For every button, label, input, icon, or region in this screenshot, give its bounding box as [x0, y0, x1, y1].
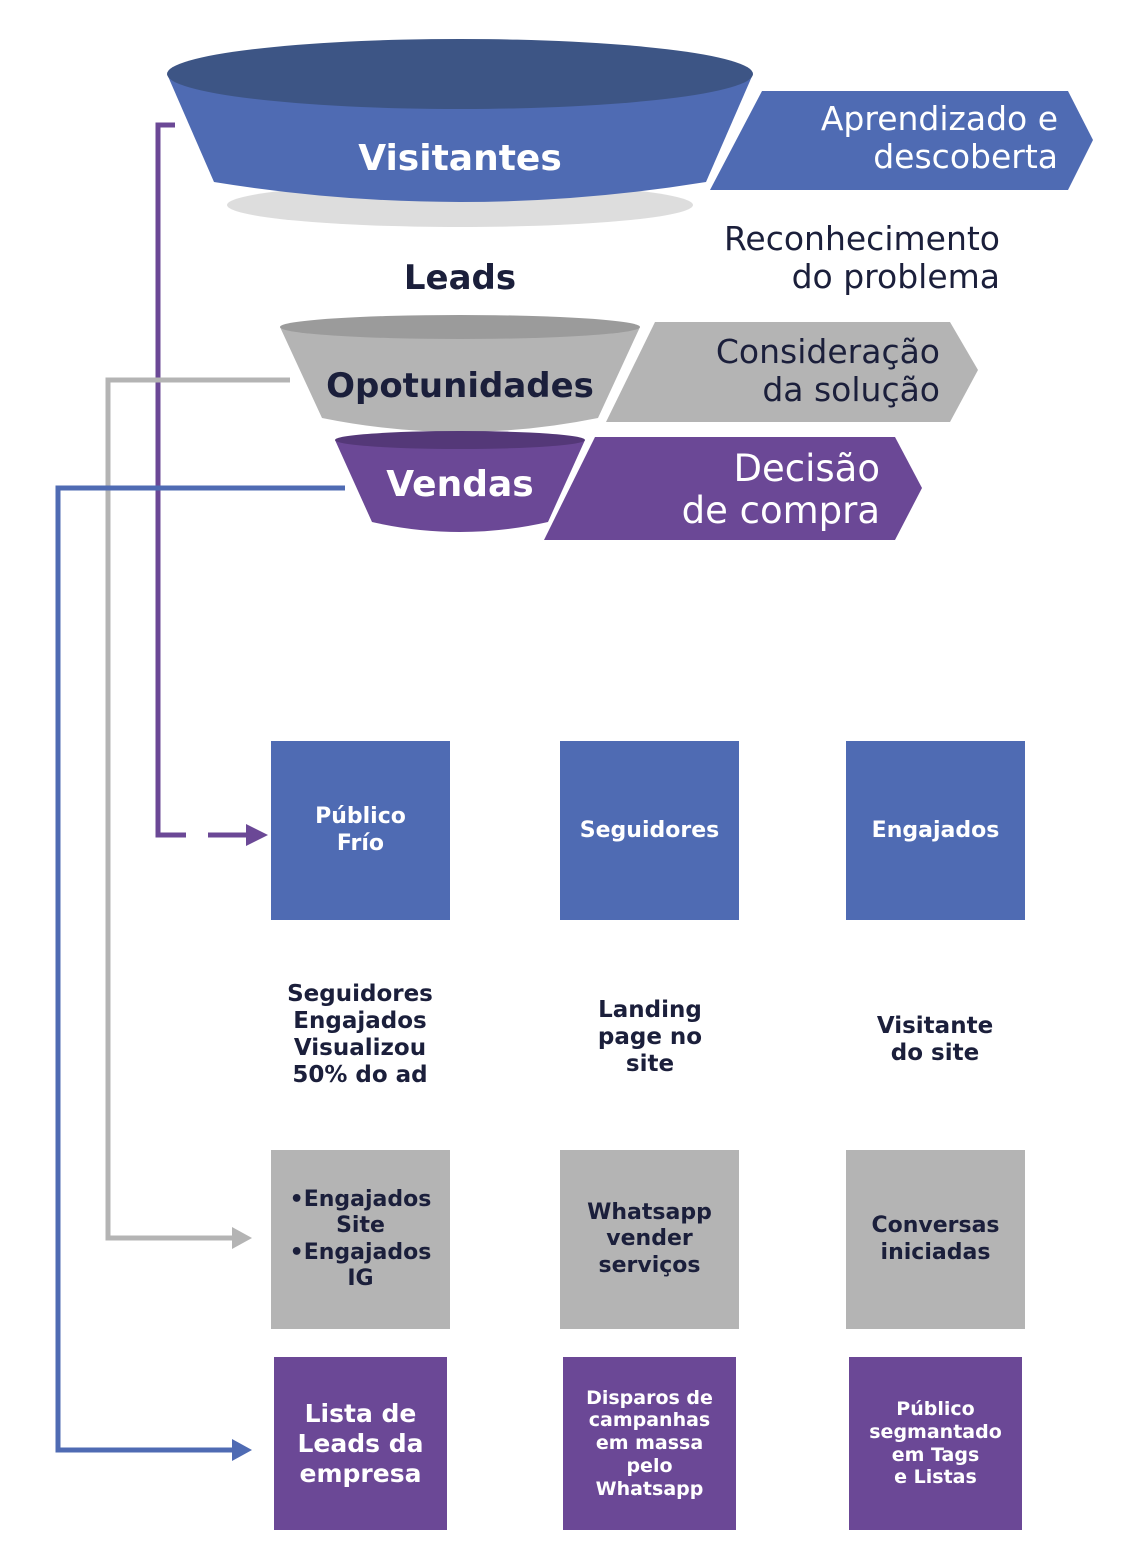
audience-lista-leads: Lista de Leads da empresa — [274, 1357, 447, 1530]
audience-publico-frio: Público Frío — [271, 741, 450, 920]
connector-blue — [55, 485, 345, 1453]
funnel-rim-oportunidades — [280, 315, 640, 339]
arrowhead-gray — [232, 1227, 252, 1249]
funnel-label-oportunidades: Opotunidades — [326, 366, 594, 406]
funnel-stage-oportunidades — [280, 327, 640, 432]
audience-engajados: Engajados — [846, 741, 1025, 920]
journey-arrow-1 — [710, 91, 1093, 190]
funnel-label-vendas: Vendas — [386, 464, 534, 505]
audience-publico-segmentado: Público segmantado em Tags e Listas — [849, 1357, 1022, 1530]
audience-detail-2: Landing page no site — [597, 997, 703, 1077]
audience-disparos: Disparos de campanhas em massa pelo What… — [563, 1357, 736, 1530]
funnel-top-rim — [167, 39, 753, 109]
connector-gray — [105, 377, 290, 1241]
audience-engajados-site-ig: •Engajados Site •Engajados IG — [271, 1150, 450, 1329]
funnel-label-leads: Leads — [403, 258, 517, 298]
journey-label-1: Aprendizado e descoberta — [820, 99, 1058, 177]
arrowhead-purple — [246, 824, 268, 846]
audience-seguidores: Seguidores — [560, 741, 739, 920]
audience-conversas: Conversas iniciadas — [846, 1150, 1025, 1329]
connector-purple — [155, 122, 260, 838]
arrowhead-blue — [232, 1439, 252, 1461]
audience-detail-3: Visitante do site — [876, 1013, 994, 1066]
funnel-rim-vendas — [335, 431, 585, 449]
audience-whatsapp: Whatsapp vender serviços — [560, 1150, 739, 1329]
journey-label-3: Consideração da solução — [715, 332, 940, 410]
journey-label-2: Reconhecimento do problema — [723, 219, 1000, 297]
journey-label-4: Decisão de compra — [681, 447, 880, 533]
journey-arrow-3 — [606, 322, 978, 422]
funnel-label-visitantes: Visitantes — [358, 138, 562, 179]
funnel-stage-visitantes — [167, 74, 753, 202]
funnel-stage-vendas — [335, 440, 585, 532]
journey-arrow-4 — [544, 437, 922, 540]
audience-detail-1: Seguidores Engajados Visualizou 50% do a… — [287, 981, 433, 1088]
